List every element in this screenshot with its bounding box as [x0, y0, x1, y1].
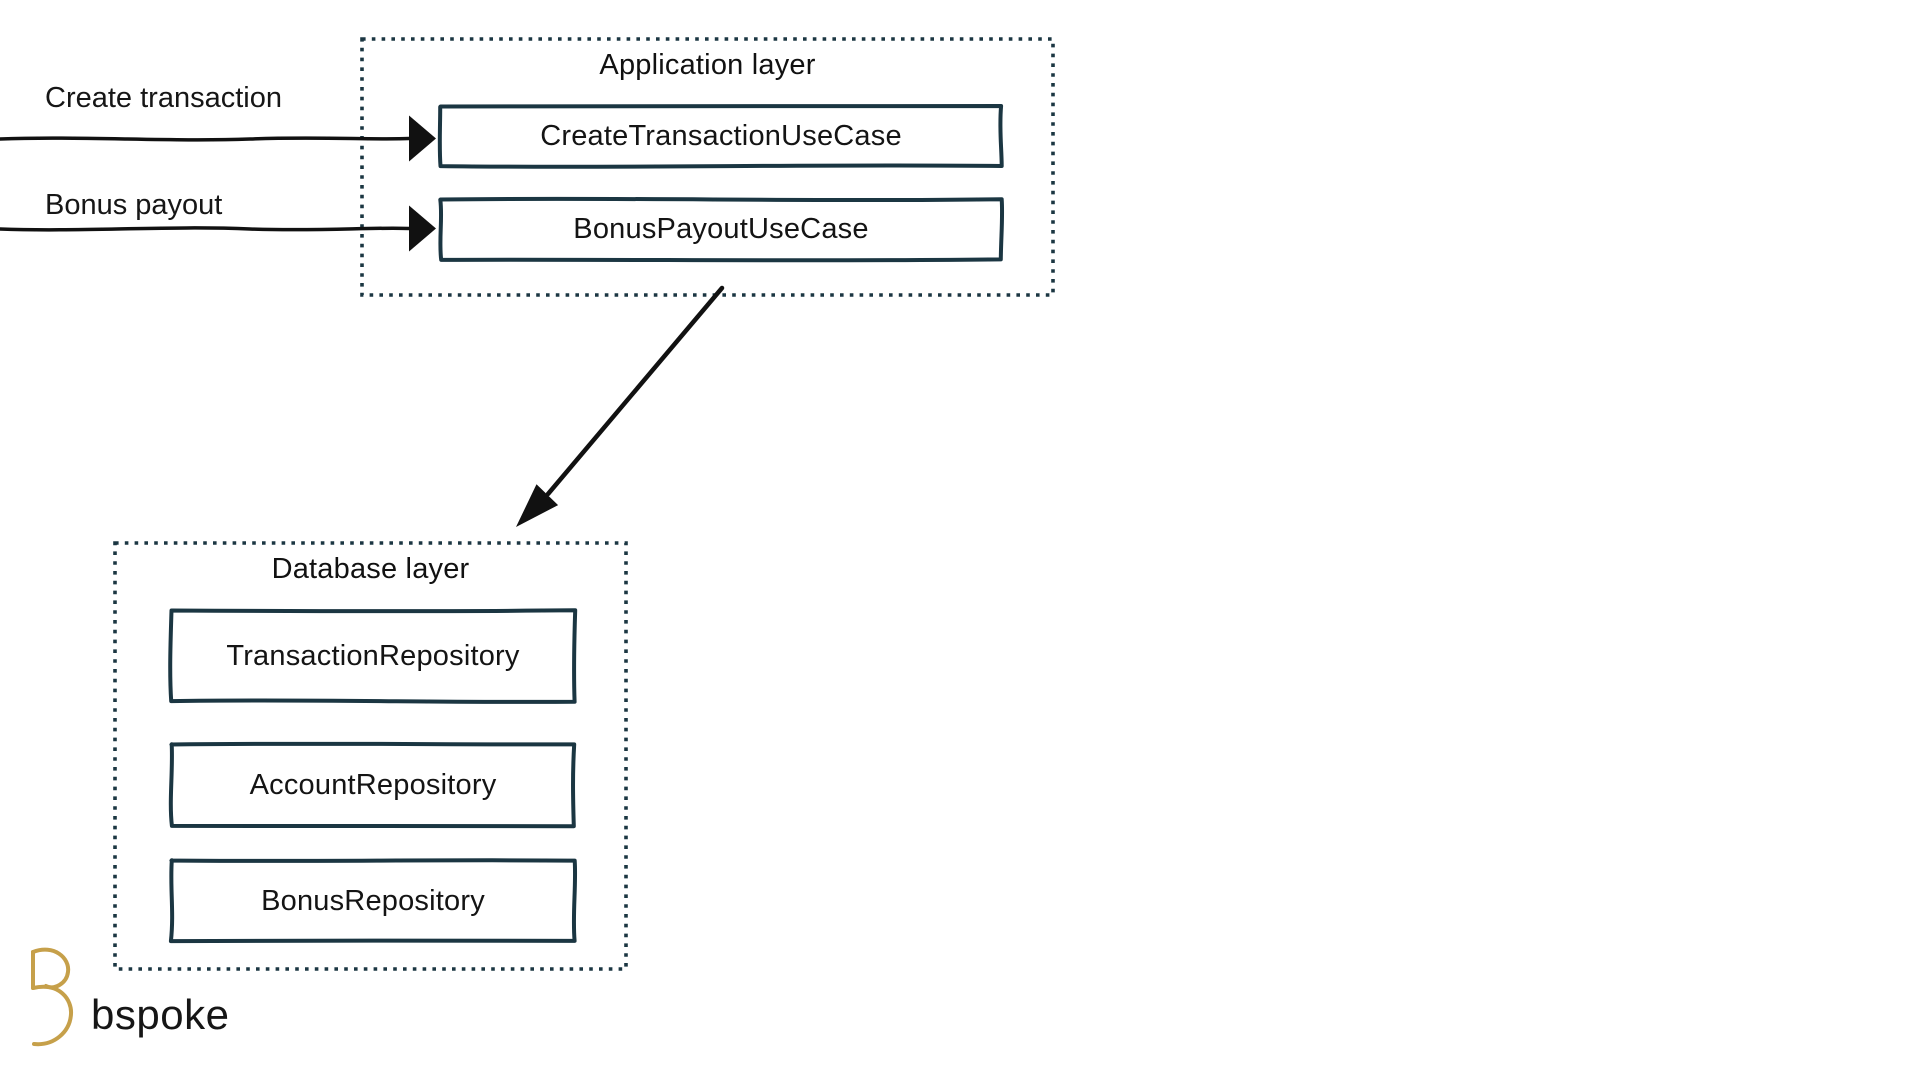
- node-bonus-payout-usecase: BonusPayoutUseCase: [437, 196, 1005, 263]
- application-layer-title: Application layer: [599, 49, 816, 81]
- database-layer-group: Database layer TransactionRepository Acc…: [113, 541, 628, 971]
- input-label-create-transaction: Create transaction: [45, 82, 282, 114]
- arrow-application-to-database: [516, 285, 725, 527]
- application-layer-group: Application layer CreateTransactionUseCa…: [360, 37, 1055, 297]
- node-label: AccountRepository: [249, 768, 497, 801]
- bspoke-logo-icon: [31, 947, 74, 1047]
- bspoke-logo-text: bspoke: [91, 991, 230, 1038]
- node-account-repository: AccountRepository: [168, 741, 578, 829]
- node-label: CreateTransactionUseCase: [540, 120, 902, 152]
- node-label: BonusRepository: [261, 884, 485, 917]
- node-transaction-repository: TransactionRepository: [168, 607, 578, 705]
- node-label: TransactionRepository: [226, 639, 520, 672]
- input-label-bonus-payout: Bonus payout: [45, 189, 223, 221]
- node-create-transaction-usecase: CreateTransactionUseCase: [437, 103, 1005, 170]
- arrowhead-icon: [516, 484, 559, 527]
- node-bonus-repository: BonusRepository: [168, 857, 578, 945]
- database-layer-title: Database layer: [271, 553, 470, 585]
- brand-logo: bspoke: [26, 946, 229, 1050]
- node-label: BonusPayoutUseCase: [573, 213, 869, 245]
